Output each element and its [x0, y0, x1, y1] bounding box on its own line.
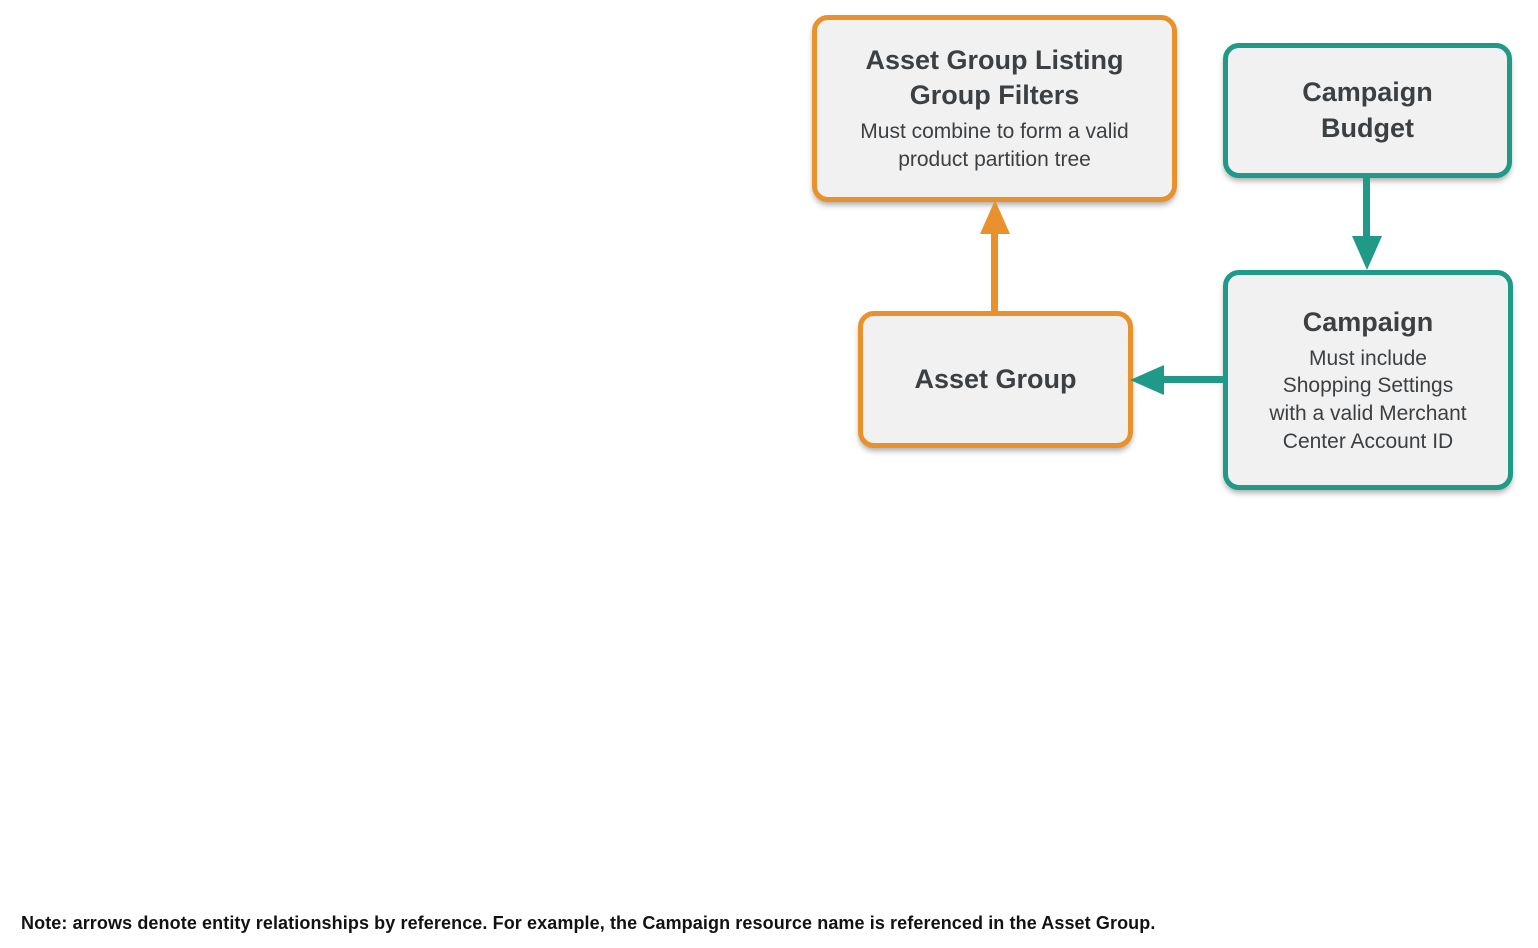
node-asset-group-listing-group-filters: Asset Group Listing Group Filters Must c…: [812, 15, 1177, 202]
diagram-footnote: Note: arrows denote entity relationships…: [21, 913, 1156, 933]
arrow-up-head-icon: [980, 200, 1010, 234]
arrow-left-head-icon: [1130, 365, 1164, 395]
node-title: Campaign: [1302, 306, 1434, 337]
arrow-line: [1363, 176, 1370, 238]
node-title: Asset Group Listing Group Filters: [865, 45, 1124, 111]
node-title: Asset Group: [914, 363, 1077, 394]
arrow-line: [1162, 376, 1224, 383]
node-title: Campaign Budget: [1302, 77, 1433, 143]
arrow-down-head-icon: [1352, 236, 1382, 270]
node-asset-group: Asset Group: [858, 311, 1133, 448]
arrow-line: [991, 230, 998, 313]
node-subtitle: Must combine to form a valid product par…: [860, 120, 1129, 172]
node-campaign-budget: Campaign Budget: [1223, 43, 1512, 178]
node-campaign: Campaign Must include Shopping Settings …: [1223, 270, 1513, 490]
node-subtitle: Must include Shopping Settings with a va…: [1269, 346, 1467, 453]
